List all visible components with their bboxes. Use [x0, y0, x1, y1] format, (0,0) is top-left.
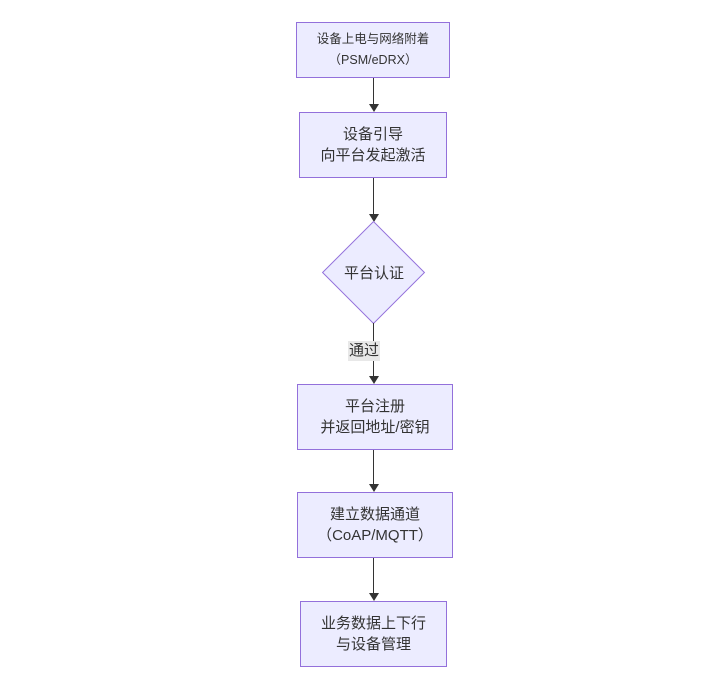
node-text-line: 并返回地址/密钥	[320, 419, 430, 436]
node-text-line: 业务数据上下行	[320, 615, 426, 632]
node-text-line: （PSM/eDRX）	[328, 53, 418, 67]
arrow-head-icon	[368, 484, 379, 492]
arrow-head-icon	[368, 214, 379, 222]
node-text-line: 设备引导	[342, 126, 403, 143]
arrow-head-icon	[368, 104, 379, 112]
node-business-data: 业务数据上下行 与设备管理	[300, 601, 447, 667]
decision-label: 平台认证	[343, 265, 404, 282]
node-text-line: 建立数据通道	[329, 506, 420, 523]
node-data-channel: 建立数据通道 （CoAP/MQTT）	[297, 492, 453, 558]
node-bootstrap: 设备引导 向平台发起激活	[299, 112, 447, 178]
node-text-line: 平台注册	[344, 398, 405, 415]
node-power-attach: 设备上电与网络附着 （PSM/eDRX）	[296, 22, 450, 78]
node-text-line: （CoAP/MQTT）	[317, 527, 433, 544]
arrow-line	[373, 450, 374, 484]
arrow-line	[373, 78, 374, 104]
node-text-line: 与设备管理	[335, 636, 411, 653]
arrow-head-icon	[368, 593, 379, 601]
node-text-line: 向平台发起激活	[320, 147, 426, 164]
arrow-head-icon	[368, 376, 379, 384]
edge-label-pass: 通过	[348, 341, 381, 361]
arrow-line	[373, 558, 374, 593]
arrow-line	[373, 178, 374, 214]
node-platform-register: 平台注册 并返回地址/密钥	[297, 384, 453, 450]
node-text-line: 设备上电与网络附着	[316, 32, 430, 46]
